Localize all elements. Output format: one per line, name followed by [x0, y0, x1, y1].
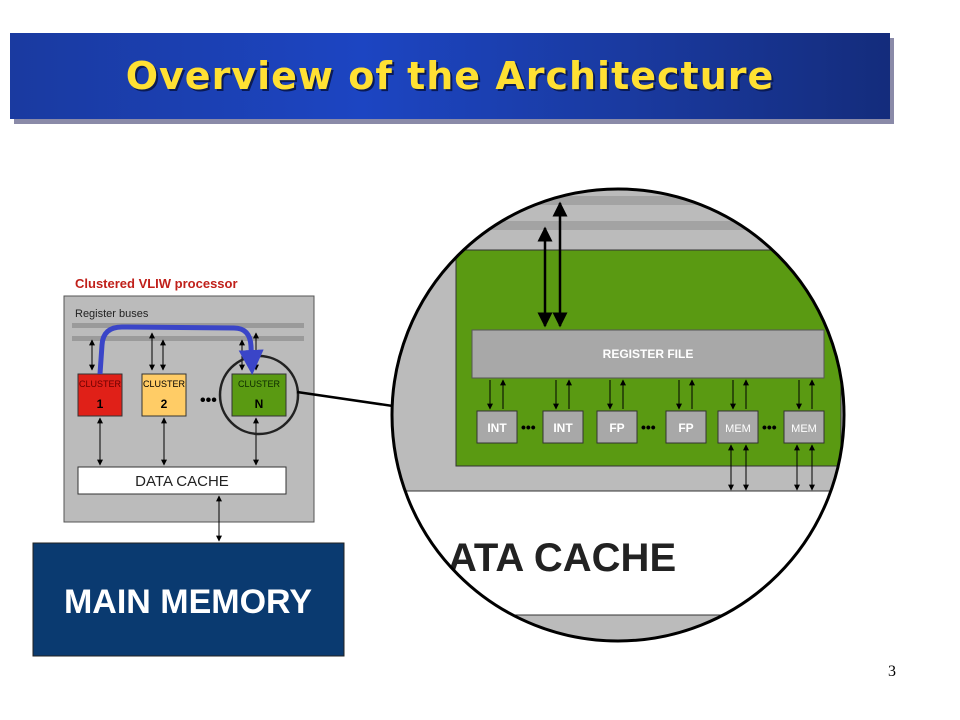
cluster-1-label: CLUSTER [79, 379, 122, 389]
zoom-register-bus-1 [392, 196, 844, 205]
cluster-2-number: 2 [161, 397, 168, 411]
cluster-ellipsis: ••• [200, 392, 217, 409]
regfile-unit-arrows [487, 379, 815, 410]
unit-ellipsis-1: ••• [521, 419, 536, 435]
data-cache-box [77, 466, 287, 495]
unit-int-1: INT [476, 410, 518, 444]
slide-title: Overview of the Architecture [125, 54, 775, 98]
unit-fp-1: FP [596, 410, 638, 444]
register-file-box [471, 329, 825, 379]
main-memory-box [32, 542, 345, 657]
register-file-label: REGISTER FILE [603, 347, 694, 361]
unit-mem-1: MEM [717, 410, 759, 444]
unit-fp-2-label: FP [678, 421, 693, 435]
zoom-register-bus-2 [392, 221, 844, 230]
unit-mem-2: MEM [783, 410, 825, 444]
zoom-circle-border [390, 187, 846, 643]
zoom-view: REGISTER FILE INT ••• [390, 187, 846, 643]
mem-cache-arrows [728, 444, 815, 491]
unit-int-2-label: INT [553, 421, 573, 435]
register-bus-2 [72, 336, 304, 341]
unit-fp-1-label: FP [609, 421, 624, 435]
unit-ellipsis-3: ••• [762, 419, 777, 435]
cluster-2: CLUSTER 2 [141, 373, 187, 417]
cluster-1: CLUSTER 1 [77, 373, 123, 417]
unit-int-1-label: INT [487, 421, 507, 435]
processor-caption: Clustered VLIW processor [75, 276, 238, 291]
cluster-n-label: CLUSTER [238, 379, 281, 389]
cluster-n-number: N [255, 397, 264, 411]
cluster-2-label: CLUSTER [143, 379, 186, 389]
unit-int-2: INT [542, 410, 584, 444]
unit-mem-2-label: MEM [791, 423, 817, 435]
inter-cluster-route [97, 324, 264, 375]
zoom-data-cache-label: ATA CACHE [448, 536, 676, 580]
cluster-cache-arrows [97, 417, 259, 466]
unit-fp-2: FP [665, 410, 707, 444]
page-number: 3 [888, 663, 896, 680]
main-memory-label: MAIN MEMORY [64, 583, 312, 621]
unit-ellipsis-2: ••• [641, 419, 656, 435]
register-buses-label: Register buses [75, 308, 149, 320]
cluster-1-number: 1 [97, 397, 104, 411]
cluster-n: CLUSTER N [231, 373, 287, 417]
title-banner: Overview of the Architecture [10, 33, 890, 119]
data-cache-label: DATA CACHE [135, 473, 229, 490]
unit-mem-1-label: MEM [725, 423, 751, 435]
